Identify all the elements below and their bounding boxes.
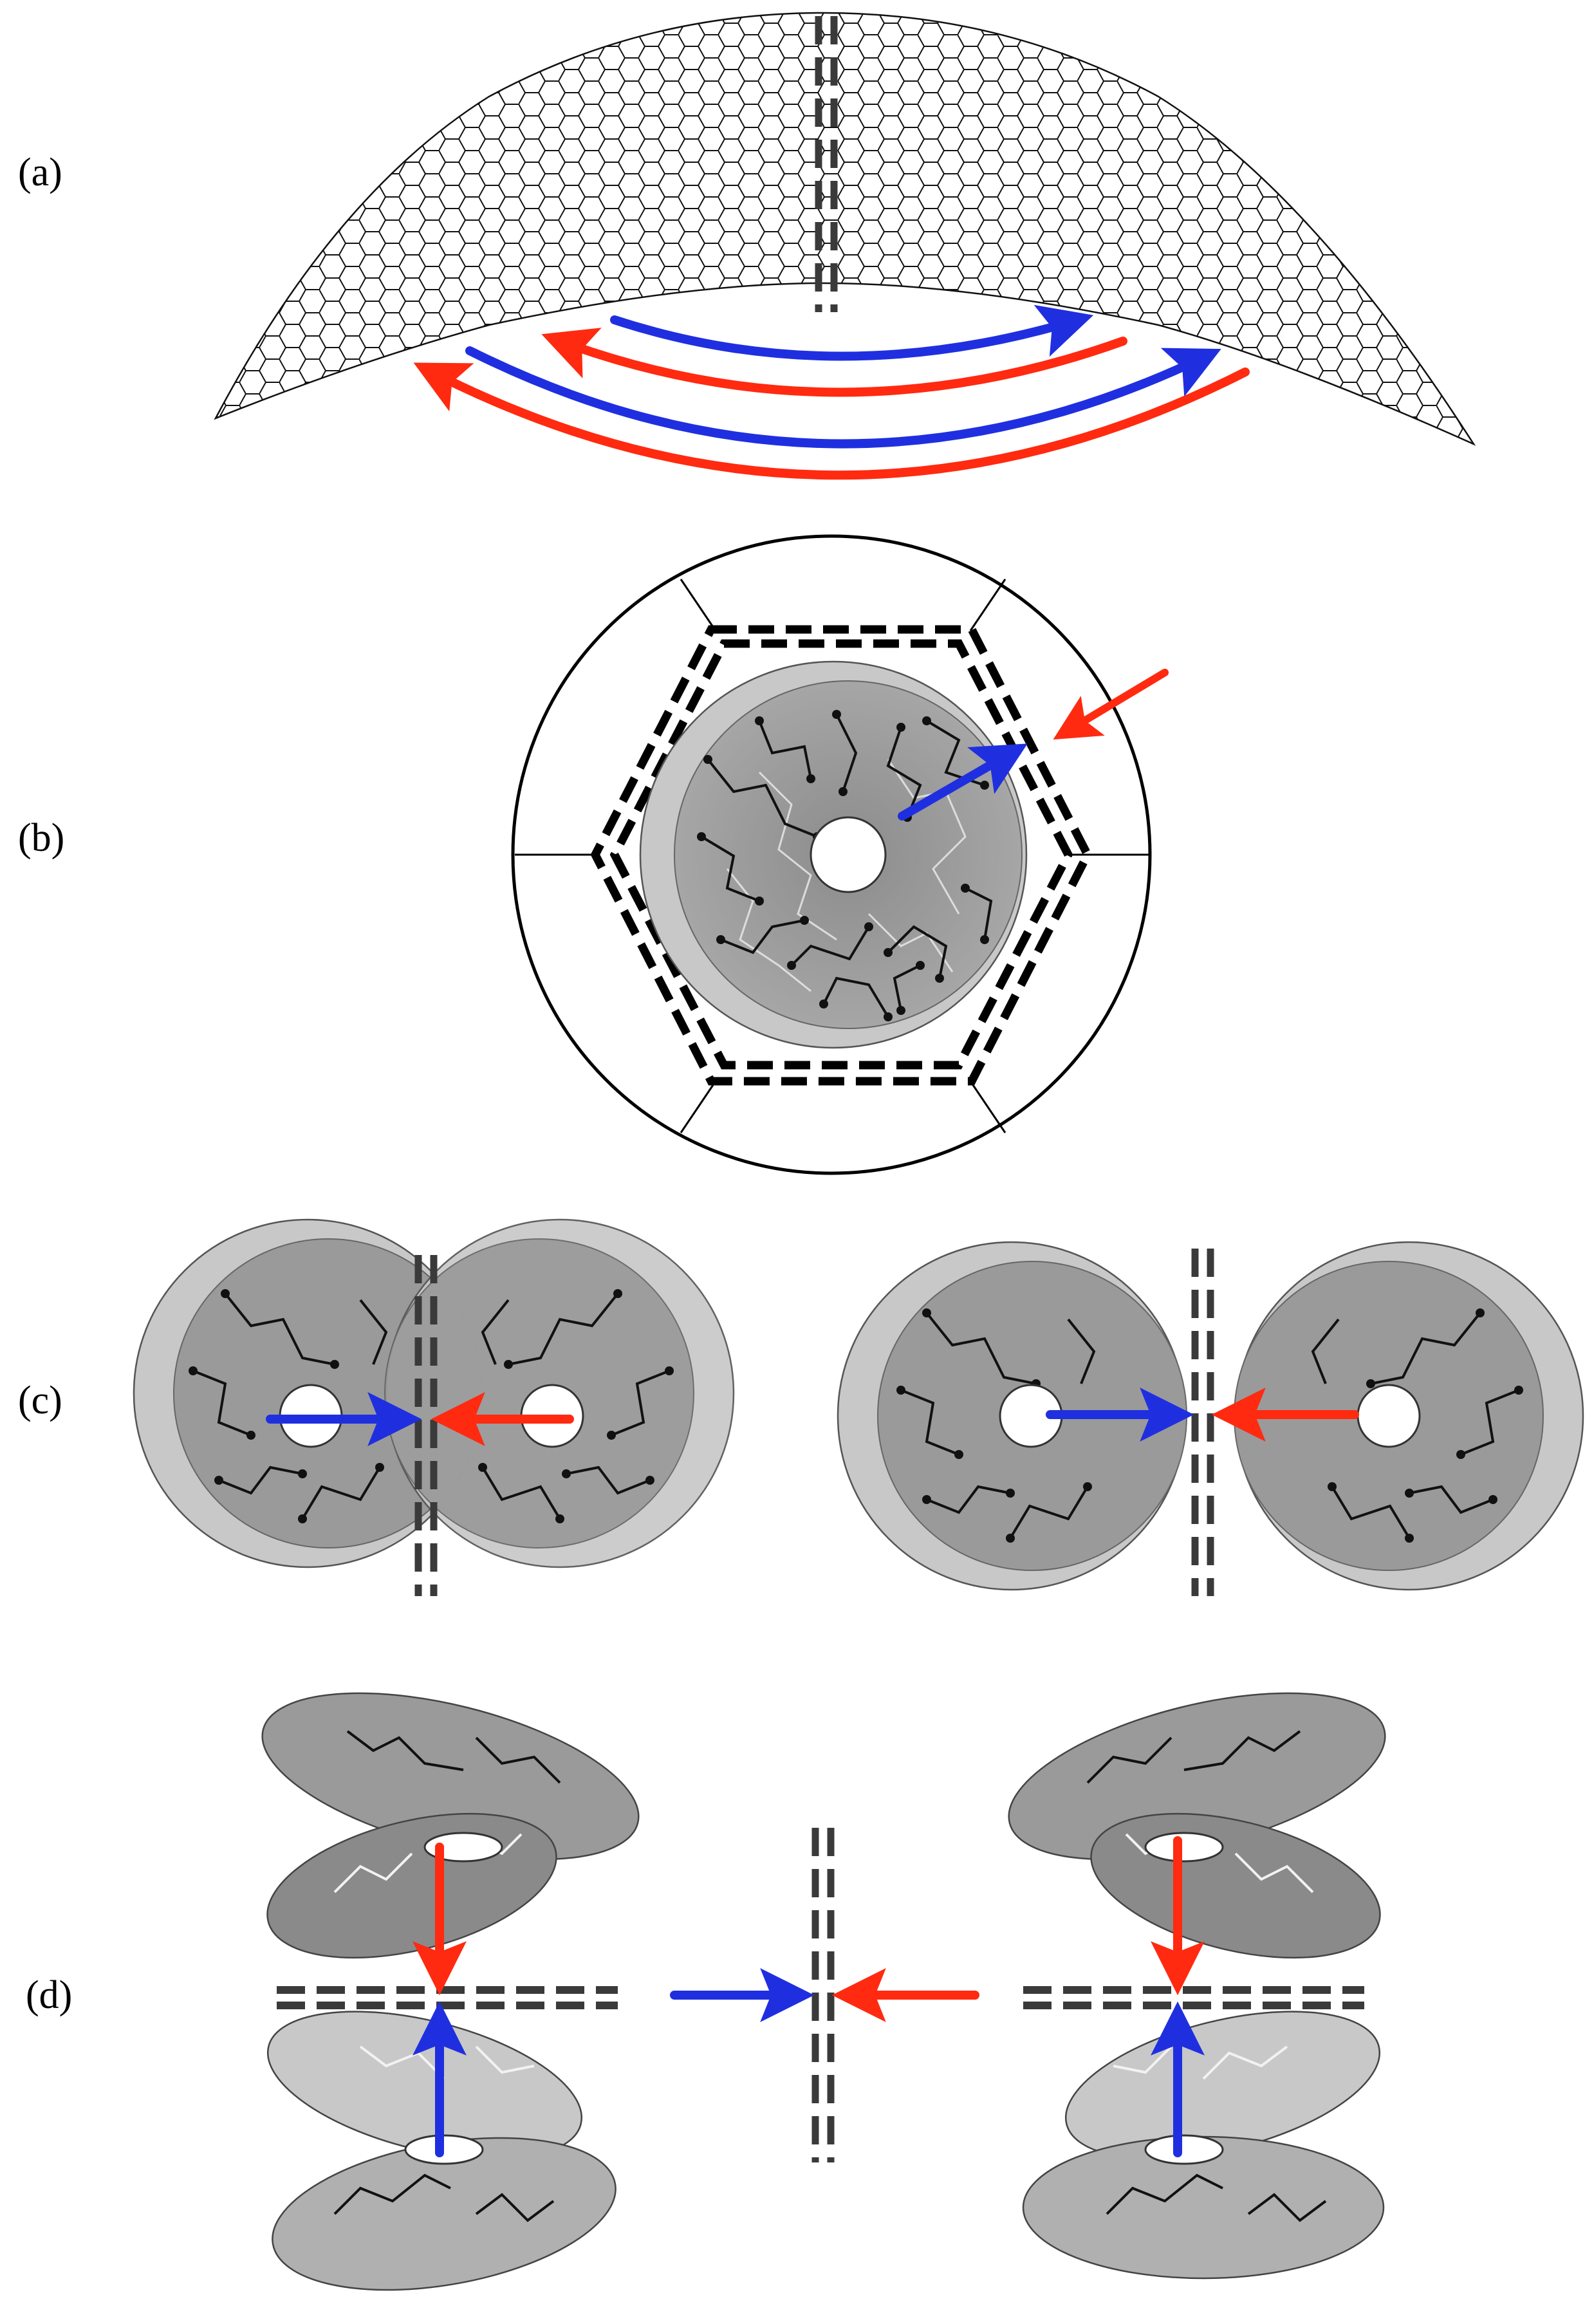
arrow-icon [898,743,1028,821]
panel-label-b: (b) [18,816,64,860]
panel-label-a: (a) [18,151,62,194]
arrow-icon [541,328,1127,397]
dashed-boundary-icon [811,1828,835,2162]
dashed-boundary-icon [1191,1249,1214,1596]
dashed-boundary-icon [277,1986,618,2009]
dashed-boundary-icon [815,16,838,312]
tilted-disk-stack-left [261,1692,640,2291]
panel-a [214,12,1476,480]
panel-d [261,1692,1386,2291]
arrow-icon [413,362,1250,480]
arrow-icon [465,346,1221,449]
dashed-boundary-icon [590,625,1093,1086]
panel-c [133,1218,1584,1596]
panel-label-c: (c) [18,1379,62,1422]
panel-b [511,534,1169,1175]
arrows-a [413,304,1250,480]
panel-label-d: (d) [26,1973,72,2017]
arrow-icon [610,304,1094,361]
disk-pair-overlap [133,1218,735,1596]
annular-disk-icon [639,660,1028,1049]
disk-pair-separated [837,1241,1584,1596]
arrow-icon [1053,669,1169,740]
dashed-boundary-icon [1023,1986,1364,2009]
center-boundary [670,1828,979,2162]
tilted-disk-stack-right [1008,1692,1386,2280]
